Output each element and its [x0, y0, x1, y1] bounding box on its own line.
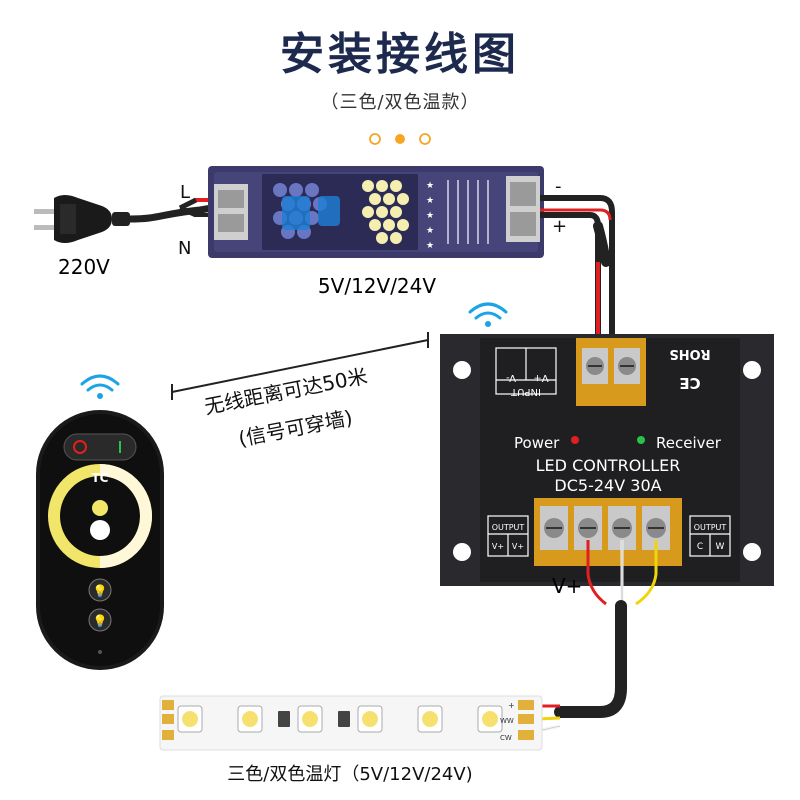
strip-pad-plus: +: [508, 701, 515, 710]
receiver-indicator-label: Receiver: [656, 434, 722, 452]
vplus-output-label: V+: [552, 574, 582, 598]
output-left-v2: V+: [512, 542, 524, 551]
led-controller: [440, 334, 774, 586]
output-right-c: C: [697, 542, 703, 552]
terminal-l-label: L: [180, 182, 190, 203]
dot-icon-active: [395, 134, 405, 144]
page-subtitle: （三色/双色温款）: [320, 92, 480, 113]
bulb-icon: 💡: [93, 584, 108, 598]
power-plug: [34, 195, 130, 243]
terminal-n-label: N: [178, 238, 191, 259]
strip-pad-cw: CW: [500, 734, 512, 742]
plug-voltage-label: 220V: [58, 255, 110, 279]
warm-button-icon: [92, 500, 108, 516]
terminal-plus-label: +: [552, 216, 567, 237]
output-left-v1: V+: [492, 542, 504, 551]
power-led-icon: [571, 436, 579, 444]
page-title: 安装接线图: [280, 29, 520, 80]
wifi-icon: [80, 374, 120, 399]
dc-negative-wire: [540, 195, 615, 336]
dot-icon: [369, 133, 381, 145]
input-v-plus-label: V+: [533, 372, 548, 383]
svg-text:★: ★: [426, 210, 434, 220]
input-v-minus-label: V-: [506, 372, 516, 383]
power-indicator-label: Power: [514, 434, 560, 452]
wireless-range-indicator: [171, 332, 429, 400]
bulb-icon: 💡: [93, 614, 108, 628]
dot-icon: [419, 133, 431, 145]
svg-text:★: ★: [426, 195, 434, 205]
receiver-led-icon: [637, 436, 645, 444]
remote-control: 💡 💡: [36, 410, 164, 670]
controller-spec: DC5-24V 30A: [554, 476, 661, 495]
power-supply-voltage-label: 5V/12V/24V: [318, 274, 436, 298]
controller-name: LED CONTROLLER: [536, 456, 681, 475]
output-right-w: W: [716, 542, 725, 552]
wireless-note-text: (信号可穿墙): [236, 405, 354, 451]
output-cable: [554, 600, 627, 718]
cool-button-icon: [90, 520, 110, 540]
dc-positive-sheath: [540, 212, 601, 336]
rohs-label: ROHS: [669, 346, 710, 361]
svg-text:★: ★: [426, 225, 434, 235]
svg-text:★: ★: [426, 240, 434, 250]
svg-text:★: ★: [426, 180, 434, 190]
remote-logo: TC: [92, 471, 109, 485]
led-strip: [159, 695, 543, 751]
input-label: INPUT: [510, 386, 541, 397]
power-supply-unit: ★ ★ ★ ★ ★: [208, 166, 544, 258]
ac-cord: [126, 204, 216, 223]
slide-indicator-dots: [369, 133, 431, 145]
output-left-label: OUTPUT: [492, 523, 525, 532]
strip-pad-ww: WW: [500, 717, 514, 725]
output-right-label: OUTPUT: [694, 523, 727, 532]
power-button-icon: [73, 440, 87, 454]
terminal-minus-label: -: [555, 176, 562, 197]
ce-mark: CE: [679, 374, 700, 392]
wifi-icon: [468, 302, 508, 327]
strip-label: 三色/双色温灯（5V/12V/24V): [227, 764, 472, 785]
